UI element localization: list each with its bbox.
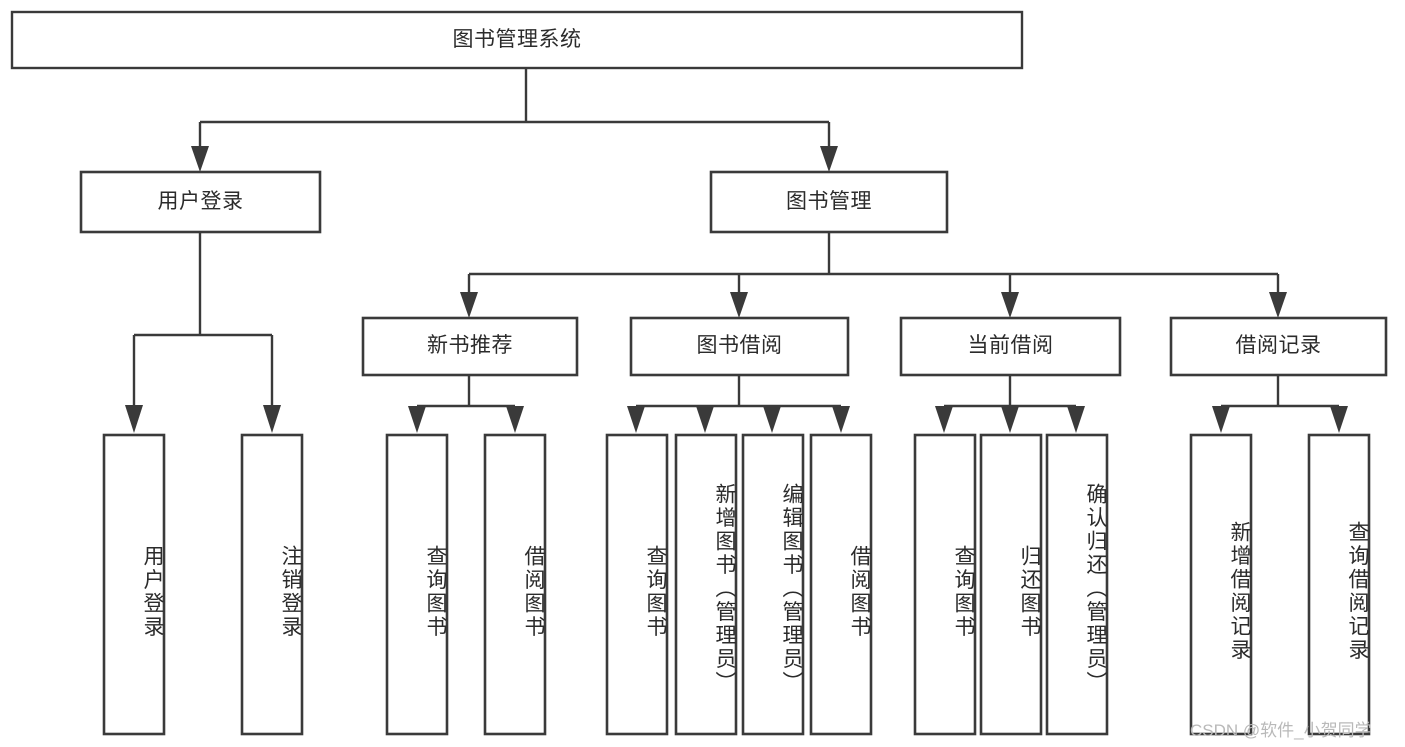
arrow-head-leaf-borrow-edit bbox=[763, 406, 781, 433]
leaf-box-record-add-record[interactable] bbox=[1189, 433, 1253, 736]
connector-borrow-to-leaves bbox=[627, 375, 850, 433]
connector-user-login-to-leaves bbox=[125, 232, 281, 433]
leaf-box-record-query-record[interactable] bbox=[1307, 433, 1371, 736]
node-box-new-book-recommend[interactable] bbox=[361, 316, 579, 377]
connector-root-to-level2 bbox=[191, 68, 838, 172]
arrow-head-leaf-borrow-query bbox=[627, 406, 645, 433]
arrow-head-new-book-recommend bbox=[460, 292, 478, 318]
connector-recommend-to-leaves bbox=[408, 375, 524, 433]
arrow-head-current-borrow bbox=[1001, 292, 1019, 318]
arrow-head-leaf-recommend-borrow bbox=[506, 406, 524, 433]
node-box-book-management[interactable] bbox=[709, 170, 949, 234]
leaf-box-borrow-edit-book[interactable] bbox=[741, 433, 805, 736]
arrow-head-leaf-current-confirm bbox=[1067, 406, 1085, 433]
connector-book-management-to-level3 bbox=[460, 232, 1287, 318]
leaf-box-borrow-borrow-book[interactable] bbox=[809, 433, 873, 736]
arrow-head-leaf-record-query bbox=[1330, 406, 1348, 433]
node-box-book-borrow[interactable] bbox=[629, 316, 850, 377]
leaf-box-recommend-borrow-book[interactable] bbox=[483, 433, 547, 736]
connector-record-to-leaves bbox=[1212, 375, 1348, 433]
node-box-borrow-record[interactable] bbox=[1169, 316, 1388, 377]
node-box-root[interactable] bbox=[10, 10, 1024, 70]
arrow-head-leaf-current-return bbox=[1001, 406, 1019, 433]
leaf-box-current-query-book[interactable] bbox=[913, 433, 977, 736]
leaf-box-recommend-query-book[interactable] bbox=[385, 433, 449, 736]
node-box-current-borrow[interactable] bbox=[899, 316, 1122, 377]
watermark-text: CSDN @软件_小贺同学 bbox=[1190, 721, 1372, 740]
arrow-head-leaf-borrow-add bbox=[696, 406, 714, 433]
arrow-head-book-borrow bbox=[730, 292, 748, 318]
arrow-head-leaf-record-add bbox=[1212, 406, 1230, 433]
leaf-box-user-login-logout[interactable] bbox=[240, 433, 304, 736]
arrow-head-borrow-record bbox=[1269, 292, 1287, 318]
arrow-head-user-login bbox=[191, 146, 209, 172]
leaf-box-borrow-add-book[interactable] bbox=[674, 433, 738, 736]
arrow-head-book-management bbox=[820, 146, 838, 172]
arrow-head-leaf-current-query bbox=[935, 406, 953, 433]
arrow-head-leaf-borrow-borrow bbox=[832, 406, 850, 433]
arrow-head-leaf-user-logout bbox=[263, 405, 281, 433]
leaf-box-user-login-login[interactable] bbox=[102, 433, 166, 736]
leaf-box-current-confirm-return[interactable] bbox=[1045, 433, 1109, 736]
arrow-head-leaf-user-login bbox=[125, 405, 143, 433]
node-box-user-login[interactable] bbox=[79, 170, 322, 234]
leaf-box-borrow-query-book[interactable] bbox=[605, 433, 669, 736]
connector-current-to-leaves bbox=[935, 375, 1085, 433]
arrow-head-leaf-recommend-query bbox=[408, 406, 426, 433]
leaf-box-current-return-book[interactable] bbox=[979, 433, 1043, 736]
